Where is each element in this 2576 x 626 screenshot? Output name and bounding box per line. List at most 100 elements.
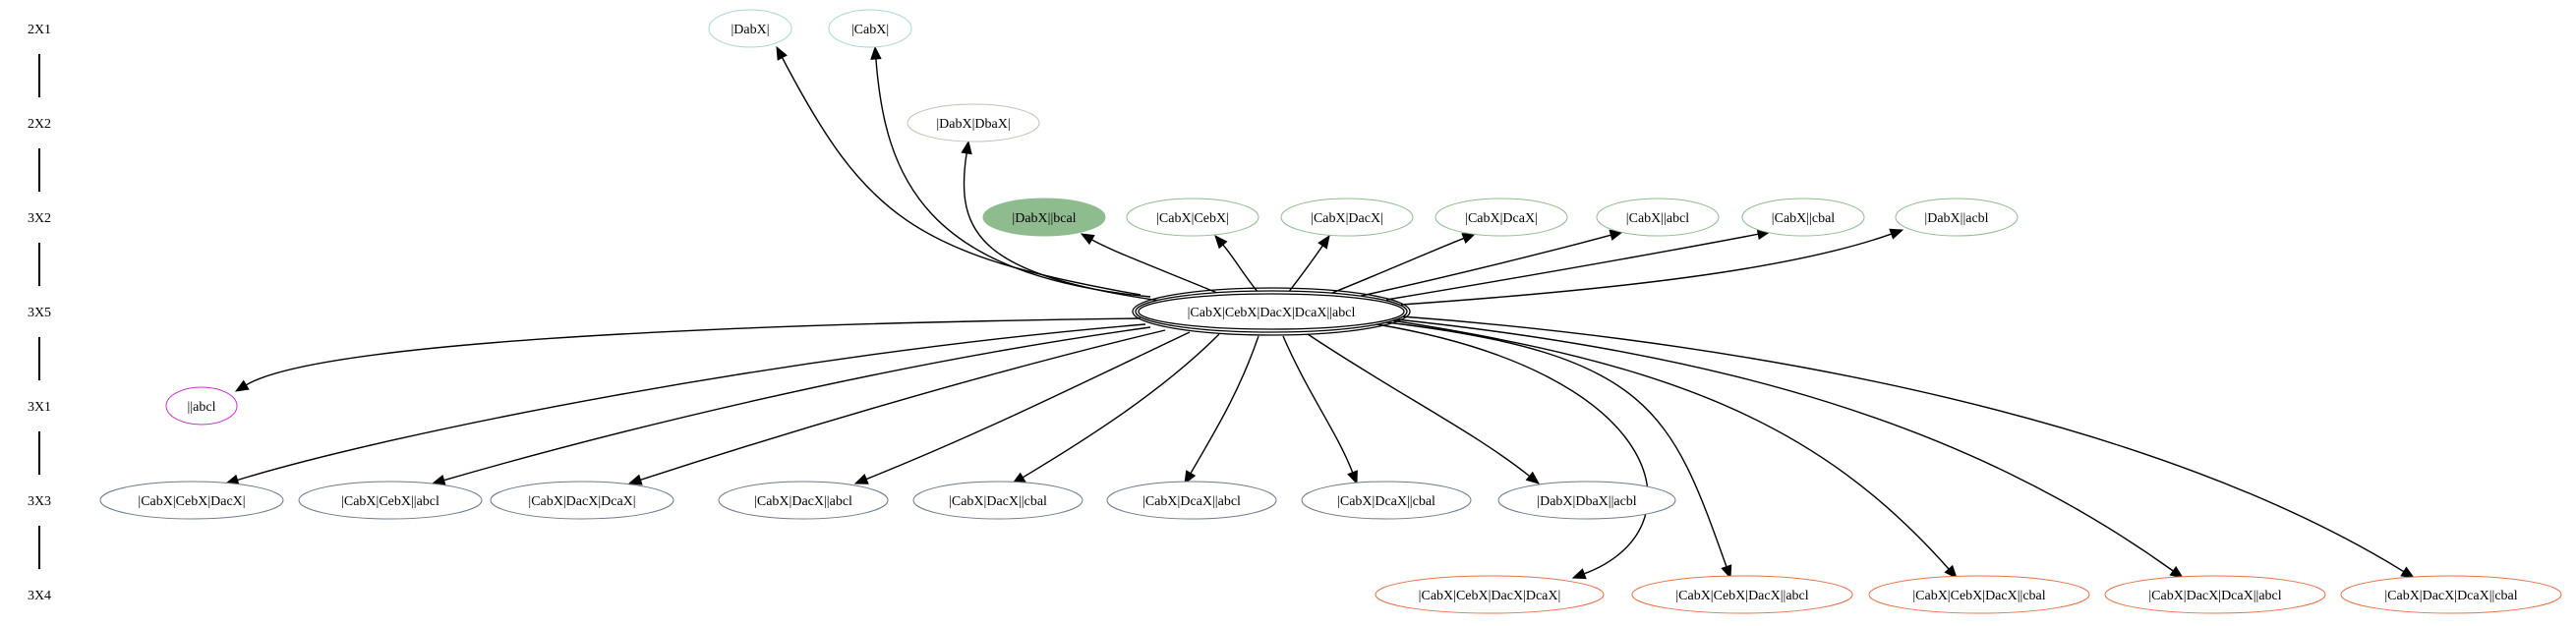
edge-n_3x4_4 [1395,318,2185,579]
node-n_cabx_dcax[interactable]: |CabX|DcaX| [1434,198,1568,237]
edge-path [875,58,1151,298]
edge-path [443,326,1151,482]
node-n_3x4_3[interactable]: |CabX|CebX|DacX||cbal [1868,575,2090,614]
edge-path [865,331,1191,481]
node-label: |DabX||bcal [1012,211,1076,226]
node-n_cabx[interactable]: |CabX| [828,9,912,48]
node-label: ||abcl [188,400,216,415]
node-ellipse [1868,575,2090,614]
edge-n_3x3_8 [1307,333,1541,484]
node-n_dabx[interactable]: |DabX| [708,9,792,48]
edge-path [245,317,1142,386]
node-ellipse [1596,198,1720,237]
node-n_abcl[interactable]: ||abcl [165,386,238,426]
node-n_3x3_7[interactable]: |CabX|DcaX||cbal [1301,481,1472,520]
node-label: |CabX|DacX|DcaX||abcl [2148,589,2281,603]
node-n_center[interactable]: |CabX|CebX|DacX|DcaX||abcl [1132,287,1411,336]
node-n_3x3_5[interactable]: |CabX|DacX||cbal [912,481,1083,520]
node-ellipse [912,481,1083,520]
node-n_dabx_bcal[interactable]: |DabX||bcal [982,198,1106,237]
edge-n_3x4_2 [1385,321,1732,580]
edge-layer [224,45,2416,580]
node-label: |CabX|DcaX||abcl [1142,494,1241,509]
edge-path [1022,333,1220,479]
edge-arrowhead [1889,228,1904,240]
node-n_cabx_abcl[interactable]: |CabX||abcl [1596,198,1720,237]
edge-n_dabx [776,45,1142,296]
edge-arrowhead [853,474,869,484]
node-label: |CabX|CebX|DacX||abcl [1675,589,1808,603]
edge-path [1395,318,2174,572]
node-n_dabx_dbax[interactable]: |DabX|DbaX| [907,103,1040,142]
edge-path [237,323,1146,482]
edge-path [781,57,1142,296]
node-n_cabx_dacx[interactable]: |CabX|DacX| [1280,198,1414,237]
node-label: |DabX||acbl [1924,211,1988,226]
edge-arrowhead [2400,566,2416,579]
edge-arrowhead [627,474,643,485]
node-ellipse [490,481,674,520]
node-n_3x3_3[interactable]: |CabX|DacX|DcaX| [490,481,674,520]
node-ellipse [828,9,912,48]
edge-n_dabx_bcal [1080,233,1218,294]
edge-path [963,152,1161,302]
node-ellipse [99,481,284,520]
edge-n_3x4_5 [1400,315,2416,579]
edge-arrowhead [1347,470,1358,485]
node-label: |CabX|DacX| [1311,211,1383,226]
node-ellipse [1497,481,1676,520]
node-ellipse [1280,198,1414,237]
edge-path [1091,239,1218,294]
edge-arrowhead [1571,568,1587,580]
node-label: |DabX|DbaX| [936,117,1010,132]
node-ellipse [982,198,1106,237]
edge-n_cabx [870,45,1151,298]
node-n_3x4_4[interactable]: |CabX|DacX|DcaX||abcl [2104,575,2326,614]
edge-arrowhead [961,140,972,155]
edge-path [1356,234,1611,298]
node-n_3x4_2[interactable]: |CabX|CebX|DacX||abcl [1631,575,1853,614]
rank-label-3X3: 3X3 [28,494,51,509]
node-n_dabx_acbl[interactable]: |DabX||acbl [1895,198,2019,237]
node-ellipse [298,481,483,520]
edge-path [1222,244,1259,294]
node-n_3x3_1[interactable]: |CabX|CebX|DacX| [99,481,284,520]
edge-n_3x3_1 [224,323,1146,485]
edge-path [1385,233,1759,301]
edge-path [1287,245,1323,294]
node-label: |CabX||cbal [1772,211,1835,226]
edge-n_3x3_6 [1184,335,1259,485]
node-n_cabx_cbal[interactable]: |CabX||cbal [1741,198,1865,237]
edge-n_dabx_dbax [961,140,1161,302]
edge-n_cabx_cebx [1214,235,1259,294]
node-n_3x3_6[interactable]: |CabX|DcaX||abcl [1106,481,1277,520]
edge-n_cabx_dcax [1331,233,1477,294]
edge-n_cabx_abcl [1356,229,1624,298]
edge-path [1400,233,1892,306]
node-ellipse [1434,198,1568,237]
node-n_3x3_2[interactable]: |CabX|CebX||abcl [298,481,483,520]
edge-arrowhead [1721,564,1732,580]
edge-arrowhead [776,45,788,61]
node-ellipse [165,386,238,426]
edge-path [1400,315,2405,573]
node-label: |CabX|DacX|DcaX| [528,494,635,509]
node-ellipse [1138,293,1405,330]
edge-n_abcl [234,317,1142,392]
node-n_3x4_1[interactable]: |CabX|CebX|DacX|DcaX| [1375,575,1605,614]
node-n_3x3_4[interactable]: |CabX|DacX||abcl [718,481,889,520]
edge-path [1390,319,1950,570]
node-n_3x4_5[interactable]: |CabX|DacX|DcaX||cbal [2340,575,2562,614]
node-n_3x3_8[interactable]: |DabX|DbaX||acbl [1497,481,1676,520]
node-label: |CabX|DacX||cbal [949,494,1047,509]
edge-arrowhead [1214,235,1228,250]
node-n_cabx_cebx[interactable]: |CabX|CebX| [1126,198,1259,237]
edge-arrowhead [1461,233,1477,244]
rank-label-3X4: 3X4 [28,589,51,603]
rank-label-2X2: 2X2 [28,117,51,132]
node-ellipse [2104,575,2326,614]
node-label: |CabX|CebX||abcl [341,494,439,509]
edge-path [640,329,1166,481]
